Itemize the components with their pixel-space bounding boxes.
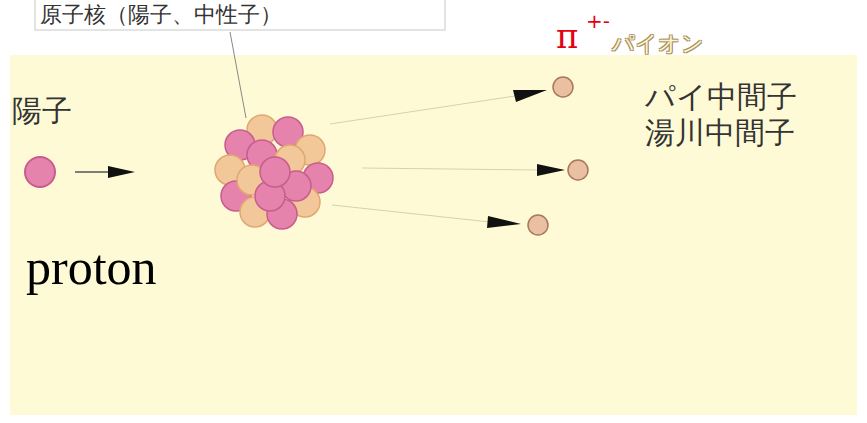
pion-circle: [528, 215, 548, 235]
proton-label: 陽子: [12, 94, 72, 127]
pion-circle: [553, 77, 573, 97]
pion-tracks: [330, 96, 538, 222]
arrow-head: [487, 216, 521, 228]
arrow-head: [513, 90, 547, 102]
nucleus-label: 原子核（陽子、中性子）: [40, 3, 282, 27]
nucleus: [215, 115, 333, 229]
pion-symbol: π: [556, 18, 578, 55]
label-box: [35, 0, 445, 30]
pion-name: パイ中間子: [645, 80, 797, 113]
proton-circle: [25, 157, 55, 187]
pion-name: 湯川中間子: [645, 116, 795, 149]
arrow-shaft: [75, 171, 110, 173]
pion-kana: パイオン: [612, 32, 704, 56]
charge-sign: +-: [586, 10, 610, 32]
arrow-head: [537, 164, 565, 176]
proton-label: proton: [26, 240, 157, 295]
leader-line: [230, 32, 246, 118]
background-panel: [10, 55, 857, 415]
pion-circle: [568, 160, 588, 180]
arrow-head: [108, 166, 135, 178]
